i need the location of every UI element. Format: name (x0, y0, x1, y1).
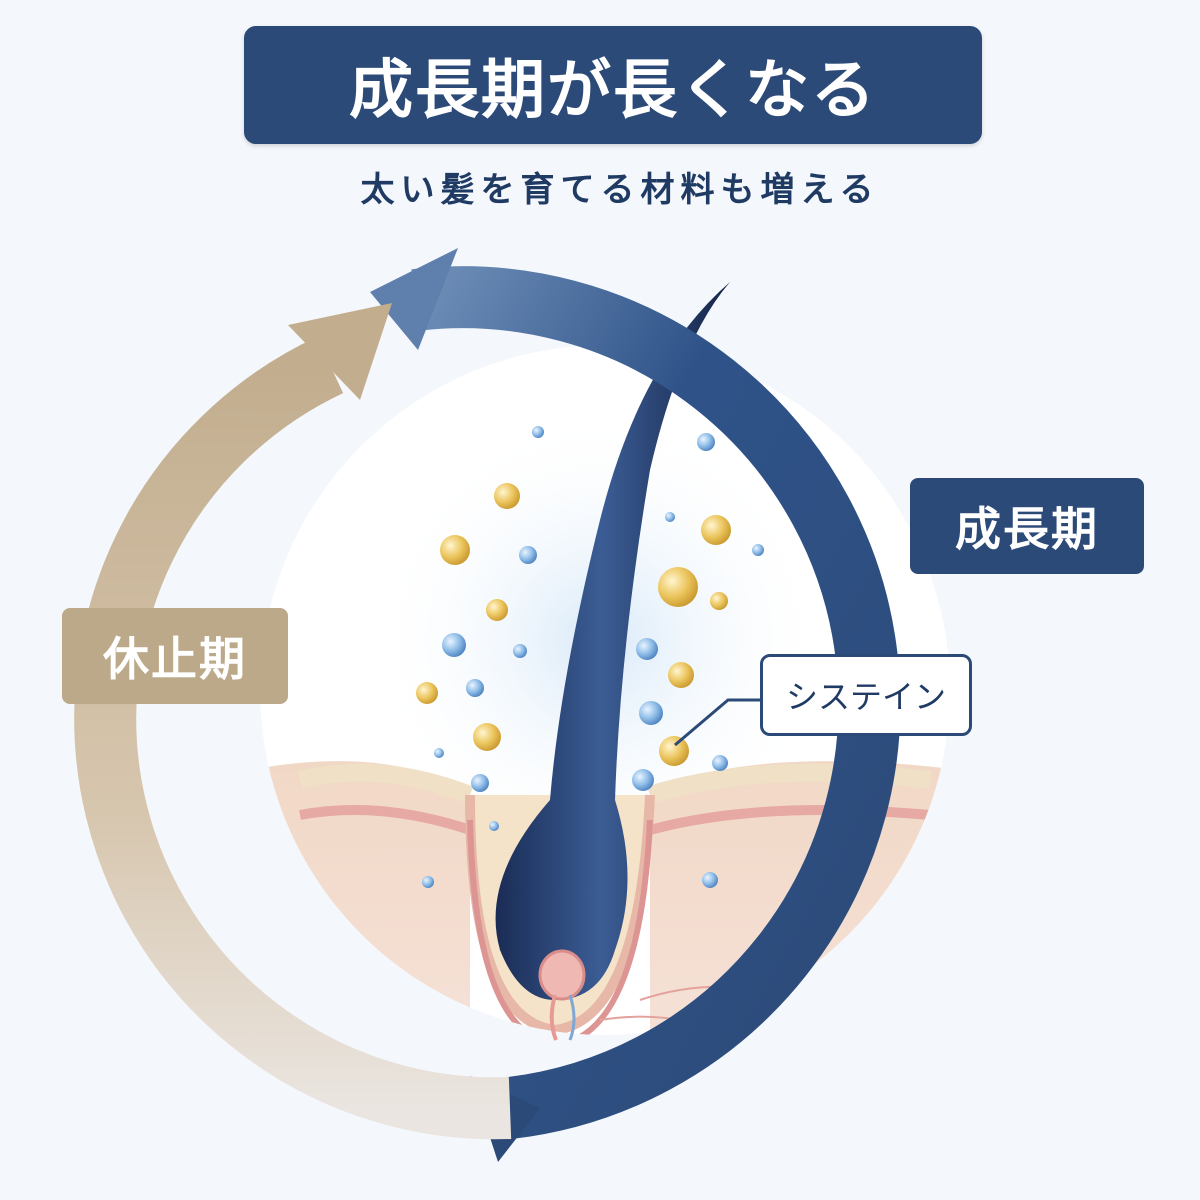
cysteine-particle (710, 592, 728, 610)
blue-particle (519, 546, 537, 564)
subtitle: 太い髪を育てる材料も増える (360, 170, 880, 210)
resting-phase-arrow (74, 303, 512, 1140)
blue-particle (489, 821, 499, 831)
cysteine-label: システイン (760, 654, 972, 736)
cysteine-particle (416, 682, 438, 704)
cysteine-callout-line (674, 698, 760, 747)
page-title: 成長期が長くなる (349, 54, 877, 128)
blue-particle (636, 638, 658, 660)
cysteine-particle (473, 723, 501, 751)
dermal-papilla (538, 949, 586, 1001)
blue-particle (639, 701, 663, 725)
blue-particle (702, 872, 718, 888)
blue-particle (513, 644, 527, 658)
resting-phase-label: 休止期 (62, 608, 288, 704)
blue-particle (752, 544, 764, 556)
hair-strand (495, 282, 730, 1000)
cysteine-particle (659, 736, 689, 766)
title-banner: 成長期が長くなる (244, 26, 982, 144)
blue-particle (532, 426, 544, 438)
blue-particle (442, 633, 466, 657)
cysteine-particle (486, 599, 508, 621)
blue-particle (712, 755, 728, 771)
blue-particle (632, 769, 654, 791)
blue-particle (471, 774, 489, 792)
cysteine-particle (668, 662, 694, 688)
cysteine-particle (440, 535, 470, 565)
blue-particle (697, 433, 715, 451)
blue-particle (466, 679, 484, 697)
cysteine-particle (494, 483, 520, 509)
cysteine-particle (658, 567, 698, 607)
blue-particle (665, 512, 675, 522)
particles (416, 426, 764, 888)
blue-particle (422, 876, 434, 888)
growth-phase-label: 成長期 (910, 478, 1144, 574)
blue-particle (434, 748, 444, 758)
cysteine-particle (701, 515, 731, 545)
